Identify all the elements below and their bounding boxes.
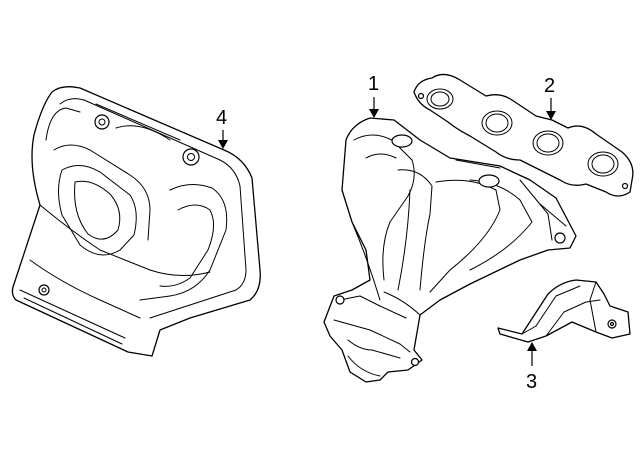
callout-3: 3: [526, 342, 537, 393]
callout-label-1: 1: [368, 73, 379, 95]
callout-2: 2: [544, 75, 556, 120]
exhaust-manifold-part: [323, 117, 577, 383]
callout-4: 4: [216, 107, 228, 149]
callout-label-4: 4: [216, 107, 227, 129]
callout-label-3: 3: [526, 371, 537, 393]
heat-shield-part: [11, 86, 261, 357]
callout-label-2: 2: [544, 75, 555, 97]
manifold-bracket-part: [497, 279, 631, 343]
callout-1: 1: [368, 73, 379, 118]
exhaust-manifold-gasket-part: [413, 73, 634, 197]
